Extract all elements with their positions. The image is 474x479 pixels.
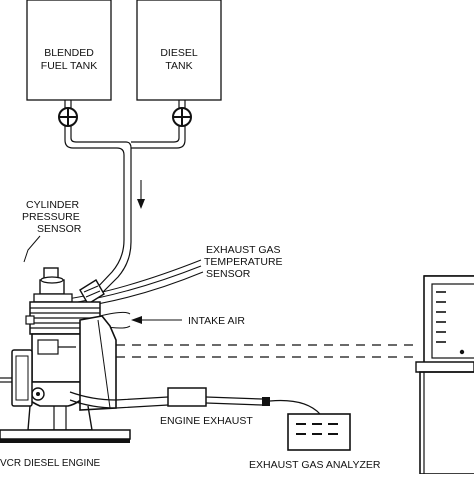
fuel-flow-arrow-icon — [137, 180, 145, 209]
engine-label: VCR DIESEL ENGINE — [0, 458, 101, 469]
egt-line-2: TEMPERATURE — [204, 256, 283, 268]
intake-air-label: INTAKE AIR — [188, 315, 245, 327]
computer — [415, 275, 474, 475]
blended-tank-label-2: FUEL TANK — [41, 60, 97, 72]
diesel-tank-label-2: TANK — [165, 60, 192, 72]
intake-air-arrow-icon — [131, 316, 182, 324]
exhaust-pipe — [69, 387, 321, 415]
cylinder-pressure-sensor-label: CYLINDER PRESSURE SENSOR — [22, 199, 82, 235]
cps-line-1: CYLINDER — [26, 199, 80, 211]
exhaust-gas-analyzer — [287, 413, 351, 451]
tank-outlet-pipes — [64, 100, 186, 108]
cps-line-2: PRESSURE — [22, 211, 80, 223]
blended-tank-label-1: BLENDED — [44, 47, 94, 59]
exhaust-gas-analyzer-label: EXHAUST GAS ANALYZER — [249, 459, 381, 471]
diesel-tank-valve-icon — [172, 107, 192, 127]
egt-line-3: SENSOR — [206, 268, 251, 280]
engine-exhaust-label: ENGINE EXHAUST — [160, 415, 253, 427]
diesel-tank: DIESEL TANK — [136, 0, 222, 101]
cps-line-3: SENSOR — [37, 223, 82, 235]
data-link-dashed — [116, 344, 414, 358]
fuel-line — [64, 126, 186, 296]
blended-fuel-tank: BLENDED FUEL TANK — [26, 0, 112, 101]
egt-sensor-label: EXHAUST GAS TEMPERATURE SENSOR — [204, 244, 283, 280]
vcr-diesel-engine — [0, 267, 131, 443]
blended-tank-valve-icon — [58, 107, 78, 127]
egt-line-1: EXHAUST GAS — [206, 244, 281, 256]
diesel-tank-label-1: DIESEL — [160, 47, 198, 59]
